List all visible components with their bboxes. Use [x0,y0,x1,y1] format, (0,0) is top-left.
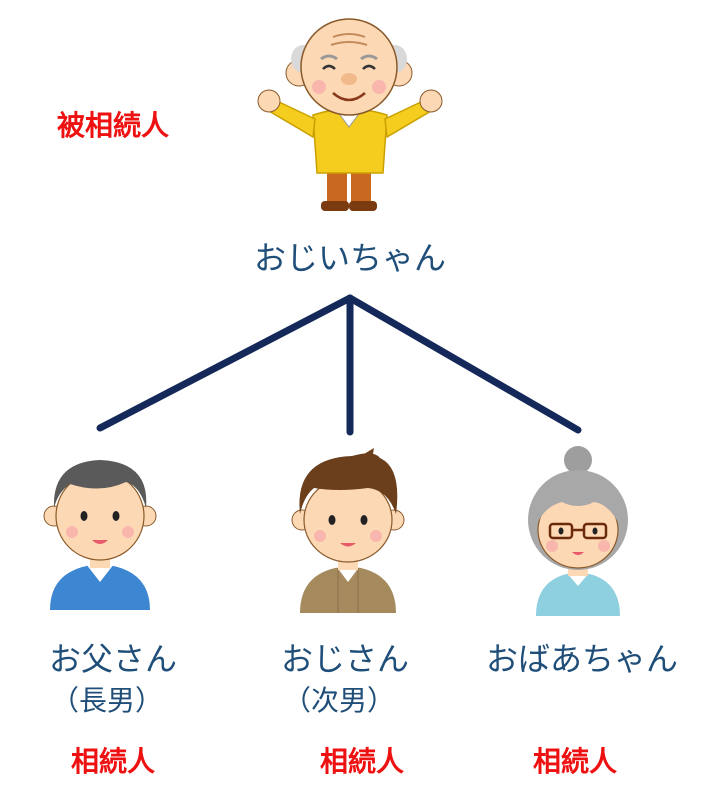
heir-3-role: 相続人 [532,745,618,778]
connector-to-eldest-son [96,294,354,432]
connector-to-grandmother [346,294,582,434]
father-illustration [43,460,157,610]
heir-1-relation: （長男） [50,684,164,717]
grandfather-illustration [257,18,443,211]
heir-1-role: 相続人 [70,745,156,778]
decedent-role-label: 被相続人 [56,109,170,142]
heir-2-name: おじさん [280,640,410,678]
uncle-illustration [291,448,405,613]
heir-1-name: お父さん [48,640,178,678]
heir-2-role: 相続人 [319,745,405,778]
grandmother-illustration [528,446,628,616]
heir-2-relation: （次男） [282,684,396,717]
heir-3-name: おばあちゃん [485,640,679,678]
decedent-name: おじいちゃん [253,239,447,277]
